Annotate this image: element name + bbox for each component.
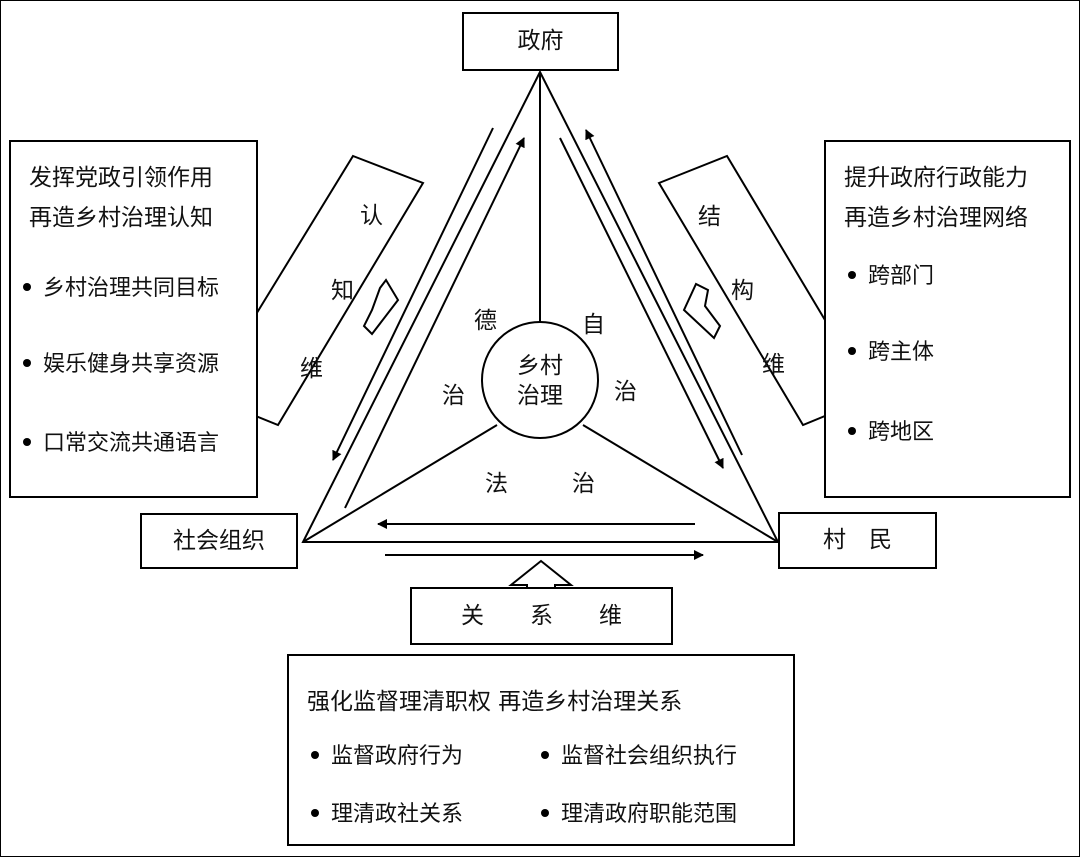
right-panel: 提升政府行政能力 再造乡村治理网络 跨部门 跨主体 跨地区 xyxy=(824,140,1071,498)
cognitive-char1: 认 xyxy=(360,203,383,229)
bullet-icon xyxy=(848,271,856,279)
spoke-right xyxy=(582,424,779,543)
right-panel-item: 跨主体 xyxy=(848,334,934,366)
bottom-panel-title: 强化监督理清职权 再造乡村治理关系 xyxy=(307,689,683,715)
social-org-node: 社会组织 xyxy=(140,513,298,569)
left-panel-item-text: 口常交流共通语言 xyxy=(43,431,220,456)
bottom-panel-item-text: 理清政社关系 xyxy=(331,802,464,827)
bottom-panel-item: 监督社会组织执行 xyxy=(541,738,737,770)
fa-zhi-char2: 治 xyxy=(572,471,595,497)
arrow-social-to-gov xyxy=(344,137,525,509)
relational-label: 关 系 维 xyxy=(461,602,622,629)
left-panel-title-line1: 发挥党政引领作用 xyxy=(29,165,213,191)
bottom-panel-item-text: 监督政府行为 xyxy=(331,744,464,769)
right-panel-item: 跨地区 xyxy=(848,414,934,446)
right-panel-title-line1: 提升政府行政能力 xyxy=(844,165,1028,191)
bullet-icon xyxy=(848,427,856,435)
cognitive-char3: 维 xyxy=(300,356,323,382)
relational-dimension-box: 关 系 维 xyxy=(410,587,673,645)
bullet-icon xyxy=(311,809,319,817)
spoke-left xyxy=(302,424,498,543)
structural-dimension-banner xyxy=(657,154,873,427)
de-zhi-char2: 治 xyxy=(442,383,465,409)
zi-zhi-char1: 自 xyxy=(582,312,605,338)
government-node: 政府 xyxy=(462,12,619,71)
governance-triangle xyxy=(301,69,780,543)
center-label-line2: 治理 xyxy=(517,383,563,409)
bottom-panel-item: 理清政府职能范围 xyxy=(541,796,737,828)
bullet-icon xyxy=(311,751,319,759)
left-panel-item-text: 乡村治理共同目标 xyxy=(43,276,220,301)
center-label-line1: 乡村 xyxy=(517,353,563,379)
bottom-panel-item-text: 理清政府职能范围 xyxy=(561,802,738,827)
right-panel-title-line2: 再造乡村治理网络 xyxy=(844,205,1028,231)
bottom-panel-item: 理清政社关系 xyxy=(311,796,463,828)
arrow-gov-to-social xyxy=(332,127,494,461)
bullet-icon xyxy=(848,347,856,355)
right-panel-item-text: 跨地区 xyxy=(868,420,935,445)
structural-char1: 结 xyxy=(698,204,721,230)
bullet-icon xyxy=(23,359,31,367)
zi-zhi-char2: 治 xyxy=(614,379,637,405)
bottom-panel-item-text: 监督社会组织执行 xyxy=(561,744,738,769)
bottom-panel: 强化监督理清职权 再造乡村治理关系 监督政府行为 监督社会组织执行 理清政社关系… xyxy=(287,654,795,846)
villagers-label: 村 民 xyxy=(823,527,892,553)
structural-char3: 维 xyxy=(762,352,785,378)
bullet-icon xyxy=(23,438,31,446)
bullet-icon xyxy=(23,283,31,291)
bottom-panel-item: 监督政府行为 xyxy=(311,738,463,770)
social-org-label: 社会组织 xyxy=(173,527,265,554)
left-panel: 发挥党政引领作用 再造乡村治理认知 乡村治理共同目标 娱乐健身共享资源 口常交流… xyxy=(9,140,258,498)
fa-zhi-char1: 法 xyxy=(485,471,508,497)
right-panel-item-text: 跨主体 xyxy=(868,340,935,365)
left-panel-item-text: 娱乐健身共享资源 xyxy=(43,352,220,377)
cognitive-char2: 知 xyxy=(331,278,354,304)
left-panel-item: 娱乐健身共享资源 xyxy=(23,346,219,378)
arrow-gov-to-villagers xyxy=(559,137,724,469)
structural-char2: 构 xyxy=(731,278,754,304)
arrow-villagers-to-gov xyxy=(585,129,743,456)
right-panel-item-text: 跨部门 xyxy=(868,264,935,289)
bullet-icon xyxy=(541,809,549,817)
de-zhi-char1: 德 xyxy=(474,308,497,334)
villagers-node: 村 民 xyxy=(778,512,937,569)
left-panel-item: 口常交流共通语言 xyxy=(23,425,219,457)
government-label: 政府 xyxy=(517,28,564,54)
bullet-icon xyxy=(541,751,549,759)
left-panel-title-line2: 再造乡村治理认知 xyxy=(29,205,213,231)
right-panel-item: 跨部门 xyxy=(848,258,934,290)
left-panel-item: 乡村治理共同目标 xyxy=(23,270,219,302)
center-circle xyxy=(481,321,599,439)
